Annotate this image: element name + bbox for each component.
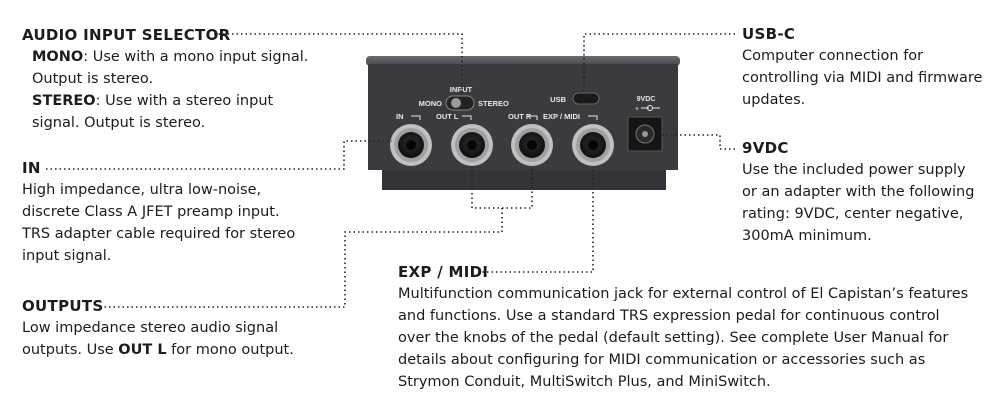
power-polarity-icon: + (635, 105, 660, 113)
mono-term: MONO (32, 49, 84, 65)
audio-selector-heading: AUDIO INPUT SELECTOR (22, 26, 231, 44)
in-line: High impedance, ultra low-noise, (22, 182, 262, 198)
jack-label-exp-midi: EXP / MIDI (543, 112, 580, 121)
jack-out-l[interactable] (451, 124, 493, 166)
audio-selector-stereo-line2: signal. Output is stereo. (32, 115, 206, 131)
power-jack[interactable] (627, 116, 663, 152)
usb-label: USB (550, 95, 566, 104)
svg-text:+: + (635, 106, 639, 113)
audio-input-selector-switch[interactable] (445, 95, 475, 111)
leader-outputs (100, 166, 533, 308)
out-l-term: OUT L (118, 342, 167, 358)
leader-in (46, 140, 392, 170)
in-callout: IN High impedance, ultra low-noise, disc… (22, 157, 295, 267)
in-line: TRS adapter cable required for stereo (22, 226, 296, 242)
exp-midi-line: Strymon Conduit, MultiSwitch Plus, and M… (398, 374, 771, 390)
switch-mono-label: MONO (419, 99, 442, 108)
jack-label-out-l: OUT L (436, 112, 459, 121)
power-line: or an adapter with the following (742, 184, 975, 200)
outputs-line: outputs. Use OUT L for mono output. (22, 339, 294, 361)
power-callout: 9VDC Use the included power supply or an… (742, 137, 974, 247)
audio-selector-callout: AUDIO INPUT SELECTOR MONO: Use with a mo… (22, 24, 308, 134)
audio-selector-mono-line: MONO: Use with a mono input signal. (22, 46, 308, 68)
switch-input-label: INPUT (450, 85, 473, 94)
exp-midi-line: and functions. Use a standard TRS expres… (398, 308, 940, 324)
jack-out-r[interactable] (511, 124, 553, 166)
usb-line: Computer connection for (742, 48, 924, 64)
usb-line: controlling via MIDI and firmware (742, 70, 983, 86)
switch-stereo-label: STEREO (478, 99, 509, 108)
power-line: 300mA minimum. (742, 228, 872, 244)
power-label: 9VDC (637, 96, 656, 103)
leader-usb (583, 33, 736, 96)
audio-selector-mono-line2: Output is stereo. (32, 71, 154, 87)
in-line: discrete Class A JFET preamp input. (22, 204, 280, 220)
jack-label-arrows (411, 115, 598, 120)
mono-text: : Use with a mono input signal. (83, 49, 309, 65)
leader-lines (46, 33, 736, 308)
power-line: Use the included power supply (742, 162, 966, 178)
power-heading: 9VDC (742, 139, 789, 157)
outputs-line2-post: for mono output. (166, 342, 294, 358)
jack-label-in: IN (396, 112, 404, 121)
in-heading: IN (22, 159, 41, 177)
leader-exp-midi (478, 166, 594, 273)
usb-heading: USB-C (742, 25, 796, 43)
in-line: input signal. (22, 248, 112, 264)
usb-c-port[interactable] (572, 92, 600, 105)
outputs-heading: OUTPUTS (22, 297, 104, 315)
leader-audio-selector (214, 33, 463, 98)
jack-exp-midi[interactable] (572, 124, 614, 166)
outputs-line2-pre: outputs. Use (22, 342, 119, 358)
outputs-line: Low impedance stereo audio signal (22, 320, 279, 336)
jack-label-out-r: OUT R (508, 112, 532, 121)
stereo-term: STEREO (32, 93, 96, 109)
outputs-callout: OUTPUTS Low impedance stereo audio signa… (22, 295, 294, 361)
exp-midi-callout: EXP / MIDI Multifunction communication j… (398, 261, 968, 393)
usb-line: updates. (742, 92, 806, 108)
exp-midi-line: Multifunction communication jack for ext… (398, 286, 969, 302)
power-line: rating: 9VDC, center negative, (742, 206, 964, 222)
usb-callout: USB-C Computer connection for controllin… (742, 23, 982, 111)
exp-midi-line: over the knobs of the pedal (default set… (398, 330, 949, 346)
exp-midi-line: details about configuring for MIDI commu… (398, 352, 926, 368)
stereo-text: : Use with a stereo input (95, 93, 274, 109)
audio-selector-stereo-line: STEREO: Use with a stereo input (22, 90, 308, 112)
jack-in[interactable] (390, 124, 432, 166)
exp-midi-heading: EXP / MIDI (398, 263, 489, 281)
